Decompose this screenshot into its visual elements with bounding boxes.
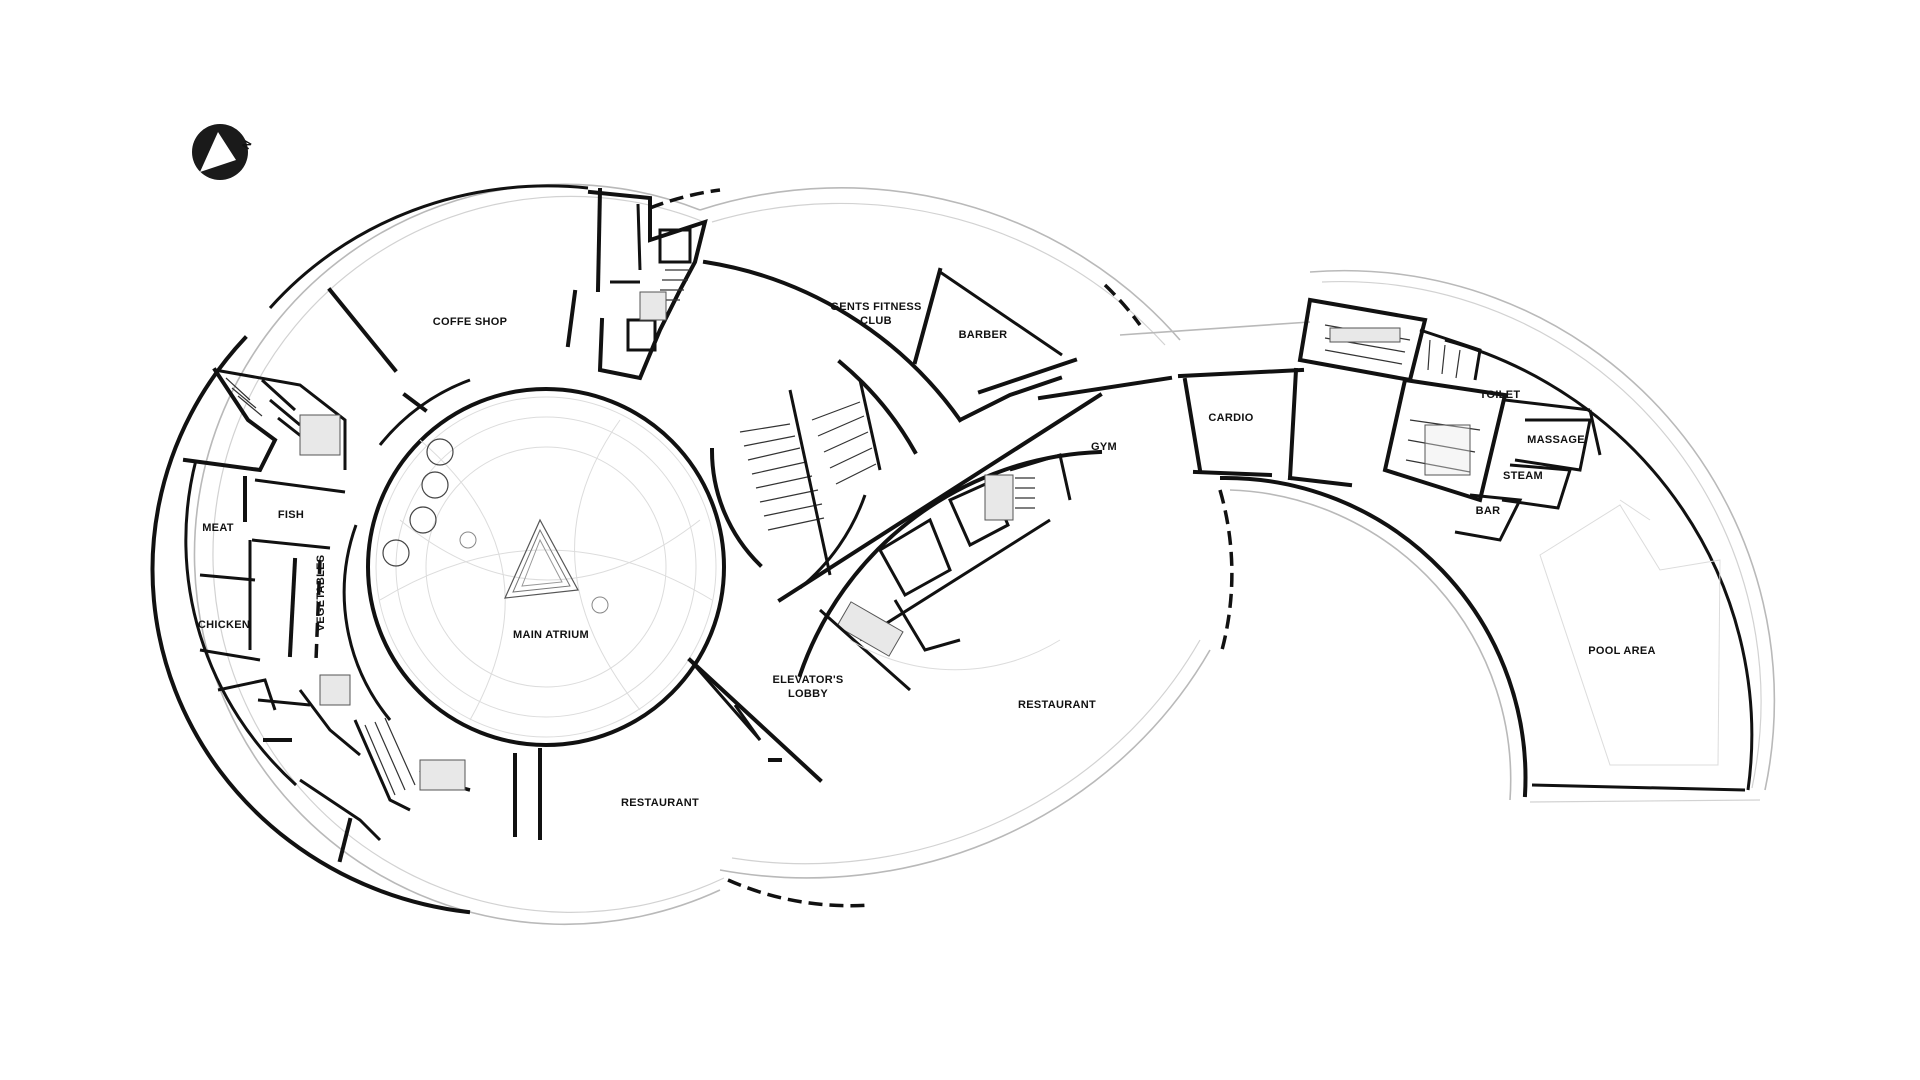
- label-massage: MASSAGE: [1527, 434, 1585, 446]
- label-barber: BARBER: [959, 329, 1008, 341]
- north-arrow-icon: N: [192, 124, 255, 180]
- elevator-core: [819, 453, 1072, 692]
- right-wing: [1037, 269, 1776, 803]
- middle-building: [649, 187, 1234, 908]
- label-gents-fitness-1: GENTS FITNESS: [830, 301, 921, 313]
- label-pool-area: POOL AREA: [1588, 645, 1656, 657]
- label-restaurant-right: RESTAURANT: [1018, 699, 1096, 711]
- label-gym: GYM: [1091, 441, 1117, 453]
- label-fish: FISH: [278, 509, 304, 521]
- top-service-core: [587, 189, 708, 381]
- main-atrium-ring: [366, 387, 726, 747]
- label-steam: STEAM: [1503, 470, 1543, 482]
- label-meat: MEAT: [202, 522, 234, 534]
- spa-rooms: [1382, 377, 1602, 542]
- label-vegetables: VEGETABLES: [315, 555, 327, 632]
- label-cardio: CARDIO: [1208, 412, 1253, 424]
- label-chicken: CHICKEN: [198, 619, 250, 631]
- left-building: [150, 183, 823, 926]
- room-labels: COFFE SHOP GENTS FITNESS CLUB BARBER GYM…: [198, 301, 1656, 809]
- fitness-stairs: [739, 379, 882, 576]
- label-coffee-shop: COFFE SHOP: [433, 316, 508, 328]
- label-toilet: TOILET: [1480, 389, 1521, 401]
- label-elevator-lobby-2: LOBBY: [788, 688, 828, 700]
- label-gents-fitness-2: CLUB: [860, 315, 892, 327]
- label-elevator-lobby-1: ELEVATOR'S: [772, 674, 843, 686]
- atrium-triangle-feature: [504, 518, 579, 599]
- label-bar: BAR: [1476, 505, 1501, 517]
- label-restaurant-left: RESTAURANT: [621, 797, 699, 809]
- right-stair-core: [1297, 297, 1482, 383]
- left-service-wing: [182, 367, 466, 863]
- label-main-atrium: MAIN ATRIUM: [513, 629, 589, 641]
